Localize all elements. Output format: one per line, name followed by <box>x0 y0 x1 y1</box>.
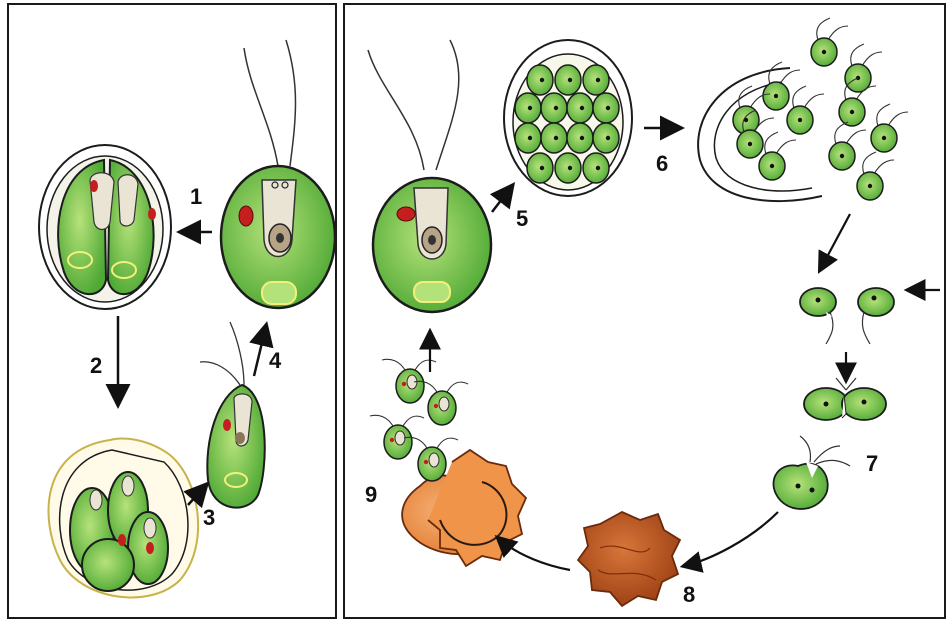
gamete-nucleus <box>580 136 584 140</box>
gametangium-6 <box>504 40 632 196</box>
gamete-nucleus <box>774 94 778 98</box>
label-3: 3 <box>203 507 215 529</box>
mature-cell-4 <box>221 40 335 308</box>
gamete-nucleus <box>528 106 532 110</box>
gamete-nucleus <box>798 118 802 122</box>
label-8: 8 <box>683 584 695 606</box>
gamete-nucleus <box>580 106 584 110</box>
label-6: 6 <box>656 153 668 175</box>
gamete-nucleus <box>554 136 558 140</box>
label-9: 9 <box>365 484 377 506</box>
gamete-nucleus <box>540 78 544 82</box>
mature-cell-5 <box>368 40 491 312</box>
zoospore-eyespot <box>402 382 406 386</box>
gamete-nucleus <box>528 136 532 140</box>
zoospore-eyespot <box>390 438 394 442</box>
gamete-flagella <box>765 132 796 154</box>
gamete-nucleus <box>540 166 544 170</box>
zygospore-8 <box>578 512 680 606</box>
gamete-nucleus <box>770 164 774 168</box>
gamete-nucleus <box>606 136 610 140</box>
gamete-flagella <box>769 62 800 84</box>
label-7: 7 <box>866 453 878 475</box>
gamete-nucleus <box>596 166 600 170</box>
gamete-flagella <box>851 44 882 66</box>
zoospore-eyespot <box>434 404 438 408</box>
gamete-flagella <box>817 18 848 40</box>
arrow-3-to-4 <box>254 326 266 376</box>
gamete-nucleus <box>882 136 886 140</box>
free-gametes <box>733 18 908 200</box>
label-1: 1 <box>190 186 202 208</box>
arrow-7-to-8 <box>684 512 778 566</box>
quadriflagellate-zygote-7 <box>773 436 850 509</box>
label-2: 2 <box>90 355 102 377</box>
gamete-nucleus <box>850 110 854 114</box>
gamete-nucleus <box>748 142 752 146</box>
arrow-gametes-to-pair <box>820 214 850 270</box>
zoospore-sporangium-2 <box>48 439 198 598</box>
arrow-5-to-6 <box>492 186 512 212</box>
zoospore-vacuole <box>395 431 405 445</box>
label-5: 5 <box>516 208 528 230</box>
gamete-flagella <box>877 104 908 126</box>
zoospore-3 <box>200 322 265 508</box>
gamete-nucleus <box>606 106 610 110</box>
gamete-nucleus <box>568 166 572 170</box>
zoospore-eyespot <box>424 460 428 464</box>
gamete-nucleus <box>840 154 844 158</box>
gamete-nucleus <box>822 50 826 54</box>
gamete-flagella <box>863 152 894 174</box>
gamete-flagella <box>793 86 824 108</box>
gamete-pair <box>800 288 894 344</box>
gamete-nucleus <box>868 184 872 188</box>
gamete-nucleus <box>554 106 558 110</box>
gamete-nucleus <box>568 78 572 82</box>
gamete-fusion <box>804 378 886 420</box>
gamete-nucleus <box>596 78 600 82</box>
zoospore-vacuole <box>439 397 449 411</box>
released-gametes <box>698 18 908 201</box>
label-4: 4 <box>269 350 281 372</box>
arrow-8-to-9 <box>498 538 570 570</box>
dividing-cell-1 <box>39 145 171 309</box>
zoospore-vacuole <box>429 453 439 467</box>
